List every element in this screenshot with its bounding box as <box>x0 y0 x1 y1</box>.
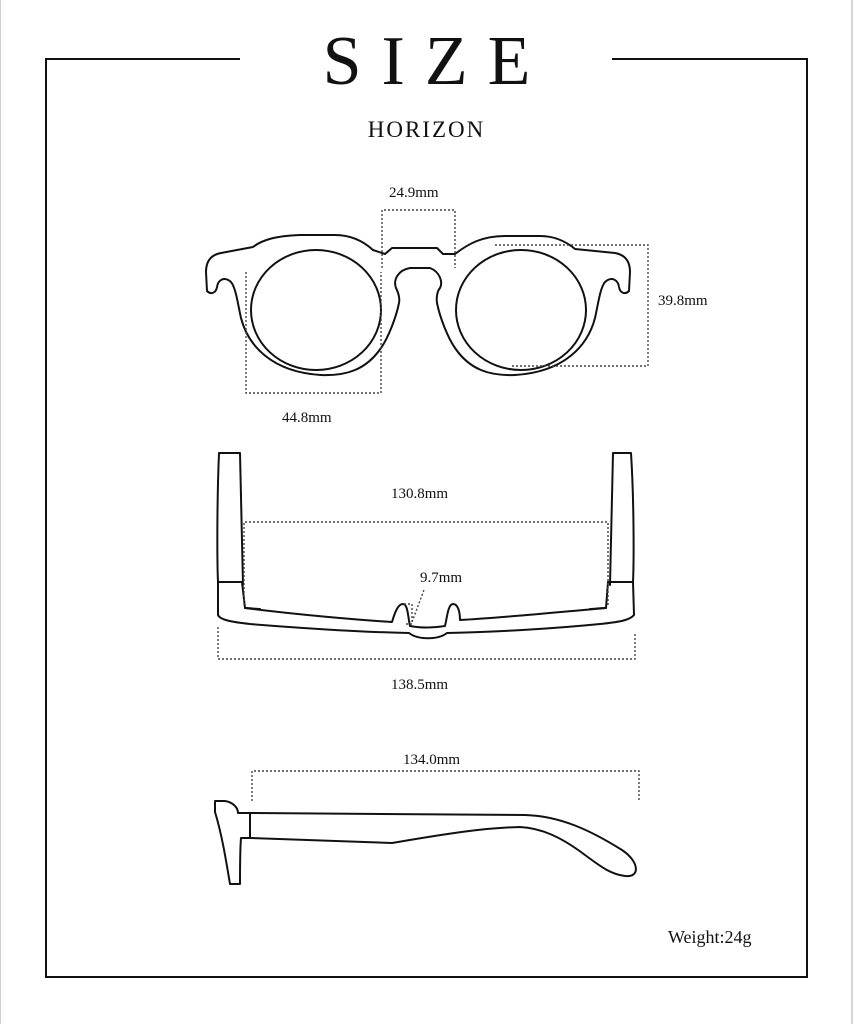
lens-width-dim-line <box>245 272 382 394</box>
side-temple <box>249 812 637 878</box>
total-width-dim-line <box>217 627 636 660</box>
bridge-width-label: 24.9mm <box>389 185 439 201</box>
lens-height-label: 39.8mm <box>658 293 708 309</box>
inner-width-dim-line <box>243 521 609 605</box>
page-title: SIZE <box>322 23 551 100</box>
weight-label: Weight:24g <box>668 927 752 947</box>
nose-pad-dim-line <box>404 589 425 625</box>
front-left-lens <box>250 249 382 371</box>
temple-length-label: 134.0mm <box>403 752 461 768</box>
frame-top-right <box>612 58 808 60</box>
temple-length-dim-line <box>251 770 640 801</box>
frame-top-left <box>45 58 240 60</box>
left-edge <box>0 0 1 1024</box>
total-width-label: 138.5mm <box>391 677 449 693</box>
nose-pad-label: 9.7mm <box>420 570 463 586</box>
top-left-temple <box>216 452 244 586</box>
frame-right <box>806 58 808 978</box>
top-frame-outline <box>217 581 635 640</box>
right-edge <box>851 0 853 1024</box>
frame-bottom <box>45 976 808 978</box>
frame-left <box>45 58 47 978</box>
inner-width-label: 130.8mm <box>391 486 449 502</box>
front-frame-outline <box>205 234 631 377</box>
front-right-lens <box>455 249 587 371</box>
lens-height-dim-line <box>495 244 649 367</box>
bridge-dim-line <box>381 209 456 268</box>
lens-width-label: 44.8mm <box>282 410 332 426</box>
model-name: HORIZON <box>367 117 486 142</box>
side-front-piece <box>214 800 251 885</box>
top-frame-inner <box>244 607 607 610</box>
top-right-temple <box>609 452 635 586</box>
